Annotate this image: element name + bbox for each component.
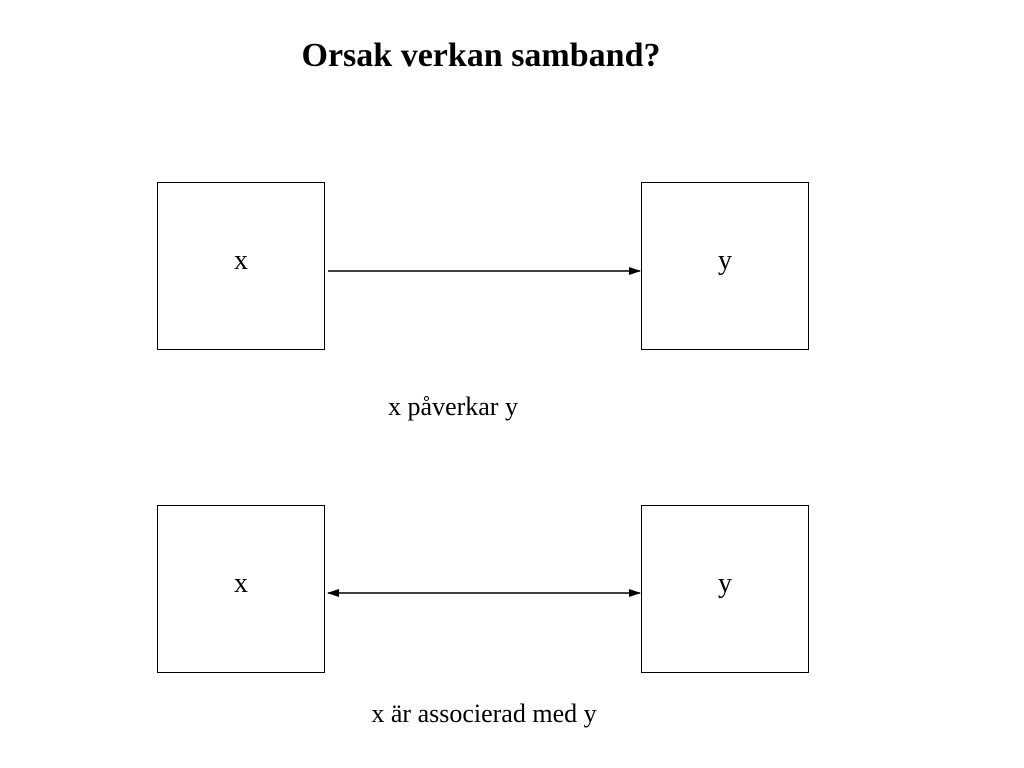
box-x-association-label: x	[234, 568, 248, 599]
box-y-causal-label: y	[718, 245, 732, 276]
caption-association: x är associerad med y	[371, 699, 597, 728]
box-y-association: y	[641, 505, 809, 673]
box-x-causal: x	[157, 182, 325, 350]
box-y-causal: y	[641, 182, 809, 350]
box-x-association: x	[157, 505, 325, 673]
slide-title: Orsak verkan samband?	[301, 37, 661, 74]
caption-causal: x påverkar y	[388, 392, 518, 421]
box-x-causal-label: x	[234, 245, 248, 276]
box-y-association-label: y	[718, 568, 732, 599]
